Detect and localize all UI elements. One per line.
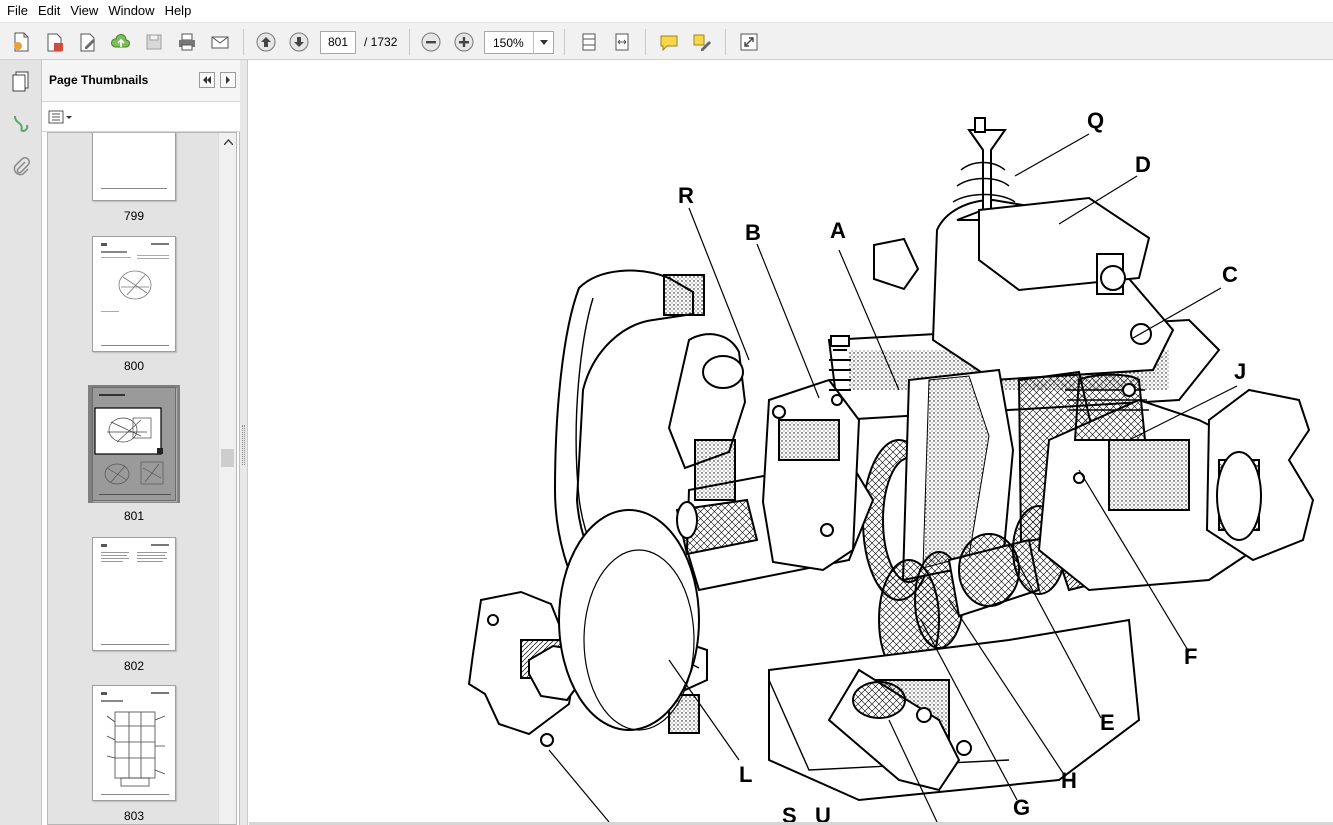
thumbnail-label-802: 802 <box>123 659 145 673</box>
callout-e: E <box>1100 710 1115 735</box>
page-number-input[interactable]: 801 <box>320 31 356 54</box>
thumbnail-label-803: 803 <box>123 809 145 823</box>
menu-edit[interactable]: Edit <box>37 3 61 18</box>
toolbar: 801 / 1732 150% <box>0 22 1333 60</box>
menu-view[interactable]: View <box>70 3 99 18</box>
thumbnail-label-800: 800 <box>123 359 145 373</box>
thumbnail-page-803[interactable] <box>92 685 176 801</box>
fit-width-icon[interactable] <box>609 29 635 55</box>
menu-file[interactable]: File <box>7 3 28 18</box>
callout-h: H <box>1061 768 1077 793</box>
options-menu-icon[interactable] <box>48 108 78 126</box>
bookmark-icon[interactable] <box>8 110 34 136</box>
edit-icon[interactable] <box>75 29 101 55</box>
comment-icon[interactable] <box>656 29 682 55</box>
attachment-icon[interactable] <box>8 154 34 180</box>
create-pdf-icon[interactable] <box>8 29 34 55</box>
callout-s: S <box>782 803 797 825</box>
panel-options-bar <box>42 102 240 132</box>
save-icon[interactable] <box>141 29 167 55</box>
callout-l: L <box>739 762 753 787</box>
email-icon[interactable] <box>207 29 233 55</box>
page-edge <box>249 822 1333 825</box>
callout-u: U <box>815 803 831 825</box>
menu-window[interactable]: Window <box>108 3 155 18</box>
scroll-up-icon[interactable] <box>219 133 236 151</box>
highlight-icon[interactable] <box>689 29 715 55</box>
chevron-down-icon[interactable] <box>533 32 553 53</box>
navigation-rail <box>0 60 42 825</box>
page-down-icon[interactable] <box>286 29 312 55</box>
scroll-thumb[interactable] <box>221 449 234 467</box>
zoom-in-icon[interactable] <box>451 29 477 55</box>
page-up-icon[interactable] <box>253 29 279 55</box>
callout-b: B <box>745 220 761 245</box>
panel-header: Page Thumbnails <box>42 60 240 102</box>
menu-help[interactable]: Help <box>164 3 192 18</box>
callout-q: Q <box>1087 108 1105 133</box>
fullscreen-icon[interactable] <box>736 29 762 55</box>
callout-f: F <box>1184 644 1198 669</box>
panel-title: Page Thumbnails <box>49 73 149 87</box>
callout-d: D <box>1135 152 1151 177</box>
menu-bar: File Edit View Window Help <box>0 0 1333 22</box>
zoom-value: 150% <box>493 36 524 50</box>
callout-c: C <box>1222 262 1238 287</box>
thumbnails-panel: Page Thumbnails 799 <box>42 60 240 825</box>
thumbnail-label-799: 799 <box>123 209 145 223</box>
thumbnail-page-801[interactable] <box>92 387 176 501</box>
zoom-select[interactable]: 150% <box>484 31 554 54</box>
combine-icon[interactable] <box>42 29 68 55</box>
thumbnail-page-799[interactable] <box>92 133 176 201</box>
document-view: Q D R B A C J F E L H G S U <box>249 60 1333 825</box>
thumbnail-page-802[interactable] <box>92 537 176 651</box>
callout-a: A <box>830 218 846 243</box>
thumbnail-list: 799 800 <box>47 132 237 825</box>
panel-next-icon[interactable] <box>220 72 236 88</box>
callout-r: R <box>678 183 694 208</box>
thumbnail-label-801: 801 <box>123 509 145 523</box>
transmission-cutaway-diagram <box>467 117 1315 823</box>
page-total: / 1732 <box>364 35 398 49</box>
thumbnail-page-800[interactable] <box>92 236 176 352</box>
collapse-panel-icon[interactable] <box>199 72 215 88</box>
zoom-out-icon[interactable] <box>418 29 444 55</box>
callout-g: G <box>1013 795 1031 820</box>
panel-splitter[interactable] <box>240 60 248 825</box>
thumbnail-scrollbar[interactable] <box>218 133 236 824</box>
callout-j: J <box>1234 359 1247 384</box>
print-icon[interactable] <box>174 29 200 55</box>
upload-icon[interactable] <box>108 29 134 55</box>
fit-page-icon[interactable] <box>576 29 602 55</box>
pages-icon[interactable] <box>8 68 34 94</box>
